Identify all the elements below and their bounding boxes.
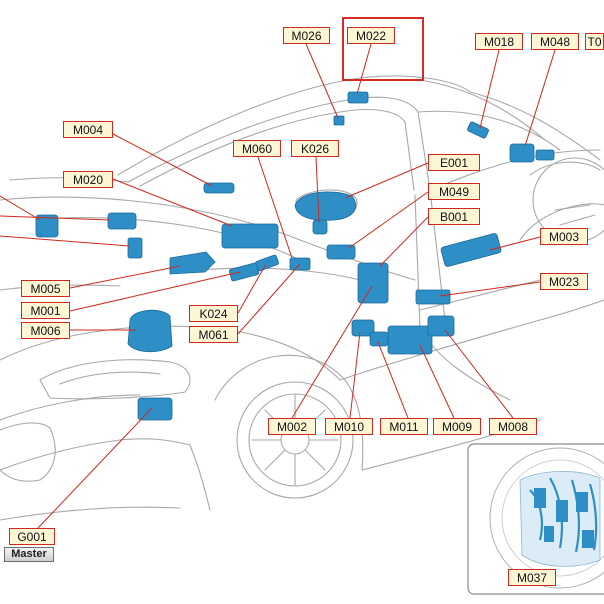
comp-m048 bbox=[509, 143, 535, 163]
label-g001[interactable]: G001 bbox=[9, 528, 55, 545]
label-m001[interactable]: M001 bbox=[21, 302, 70, 319]
comp-m001 bbox=[228, 262, 260, 282]
comp-e001 bbox=[294, 191, 357, 221]
comp-m048b bbox=[535, 149, 555, 161]
label-e001[interactable]: E001 bbox=[428, 154, 480, 171]
label-m009[interactable]: M009 bbox=[433, 418, 481, 435]
label-m022[interactable]: M022 bbox=[347, 27, 395, 44]
label-b001[interactable]: B001 bbox=[428, 208, 480, 225]
label-m010[interactable]: M010 bbox=[325, 418, 373, 435]
comp-m009 bbox=[387, 325, 433, 355]
comp-m026 bbox=[333, 115, 345, 126]
label-t0[interactable]: T0 bbox=[585, 33, 604, 50]
label-m004[interactable]: M004 bbox=[63, 121, 113, 138]
comp-b001 bbox=[357, 262, 389, 304]
comp-m018 bbox=[467, 121, 489, 139]
comp-m006 bbox=[127, 309, 173, 353]
label-m023[interactable]: M023 bbox=[540, 273, 588, 290]
label-m005[interactable]: M005 bbox=[21, 280, 70, 297]
label-m018[interactable]: M018 bbox=[475, 33, 523, 50]
label-m026[interactable]: M026 bbox=[283, 27, 330, 44]
label-m020[interactable]: M020 bbox=[63, 171, 113, 188]
label-k024[interactable]: K024 bbox=[189, 305, 238, 322]
label-m060[interactable]: M060 bbox=[233, 140, 281, 157]
comp-m005 bbox=[169, 251, 216, 275]
label-m049[interactable]: M049 bbox=[428, 183, 480, 200]
detail-inset bbox=[467, 443, 604, 595]
comp-m023 bbox=[415, 289, 451, 305]
leader-lines bbox=[0, 43, 556, 529]
label-m011[interactable]: M011 bbox=[380, 418, 428, 435]
comp-k026 bbox=[312, 219, 328, 235]
label-m006[interactable]: M006 bbox=[21, 322, 70, 339]
comp-left3 bbox=[127, 237, 143, 259]
comp-m049 bbox=[326, 244, 356, 260]
label-m048[interactable]: M048 bbox=[531, 33, 579, 50]
comp-m003 bbox=[440, 233, 502, 267]
selection-box bbox=[342, 17, 424, 81]
comp-m022 bbox=[347, 91, 369, 104]
comp-m010 bbox=[351, 319, 375, 337]
comp-m008 bbox=[427, 315, 455, 337]
comp-left2 bbox=[107, 212, 137, 230]
label-m002[interactable]: M002 bbox=[268, 418, 316, 435]
master-button[interactable]: Master bbox=[4, 547, 54, 562]
label-m008[interactable]: M008 bbox=[489, 418, 537, 435]
label-k026[interactable]: K026 bbox=[291, 140, 339, 157]
comp-left1 bbox=[35, 214, 59, 238]
label-m003[interactable]: M003 bbox=[540, 228, 588, 245]
comp-m020 bbox=[221, 223, 279, 249]
components bbox=[35, 91, 555, 421]
label-m061[interactable]: M061 bbox=[189, 326, 238, 343]
label-m037[interactable]: M037 bbox=[508, 569, 556, 586]
